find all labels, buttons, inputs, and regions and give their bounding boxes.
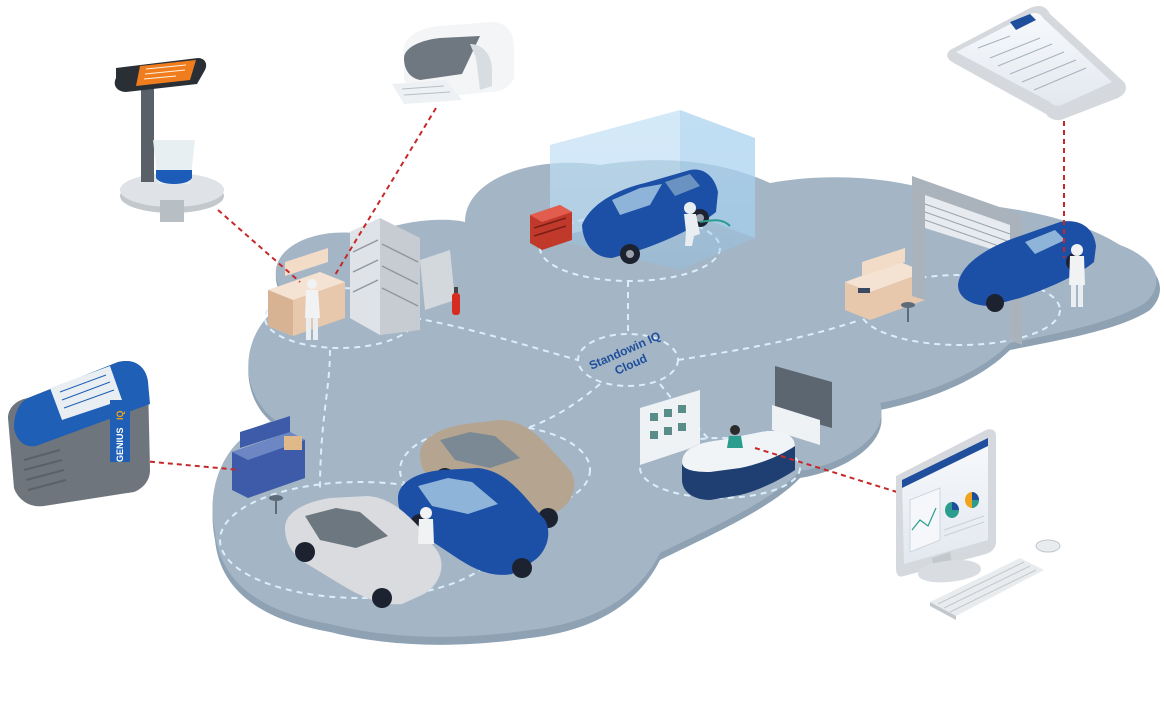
tablet-device [947, 6, 1126, 121]
genius-iq-device: GENIUS IQ [8, 360, 150, 507]
repair-bay [845, 176, 1096, 345]
car-paint-booth [582, 169, 718, 264]
mixing-room [268, 218, 460, 340]
label-printer [392, 22, 514, 104]
connector-printer [334, 107, 437, 276]
parking-area [232, 416, 575, 608]
connector-genius [131, 459, 241, 471]
desktop-computer [896, 429, 1061, 620]
device-connectors [131, 107, 1065, 493]
paint-booth [530, 110, 755, 270]
car-silver [285, 496, 442, 608]
painter-figure [684, 202, 731, 246]
scale-device [114, 58, 224, 222]
connector-scale [217, 209, 301, 283]
genius-brand-suffix: IQ [115, 410, 125, 420]
connector-computer [754, 447, 898, 493]
reception-area [640, 366, 832, 500]
dashboard-widgets [909, 487, 985, 553]
genius-brand-label: GENIUS [115, 427, 125, 462]
